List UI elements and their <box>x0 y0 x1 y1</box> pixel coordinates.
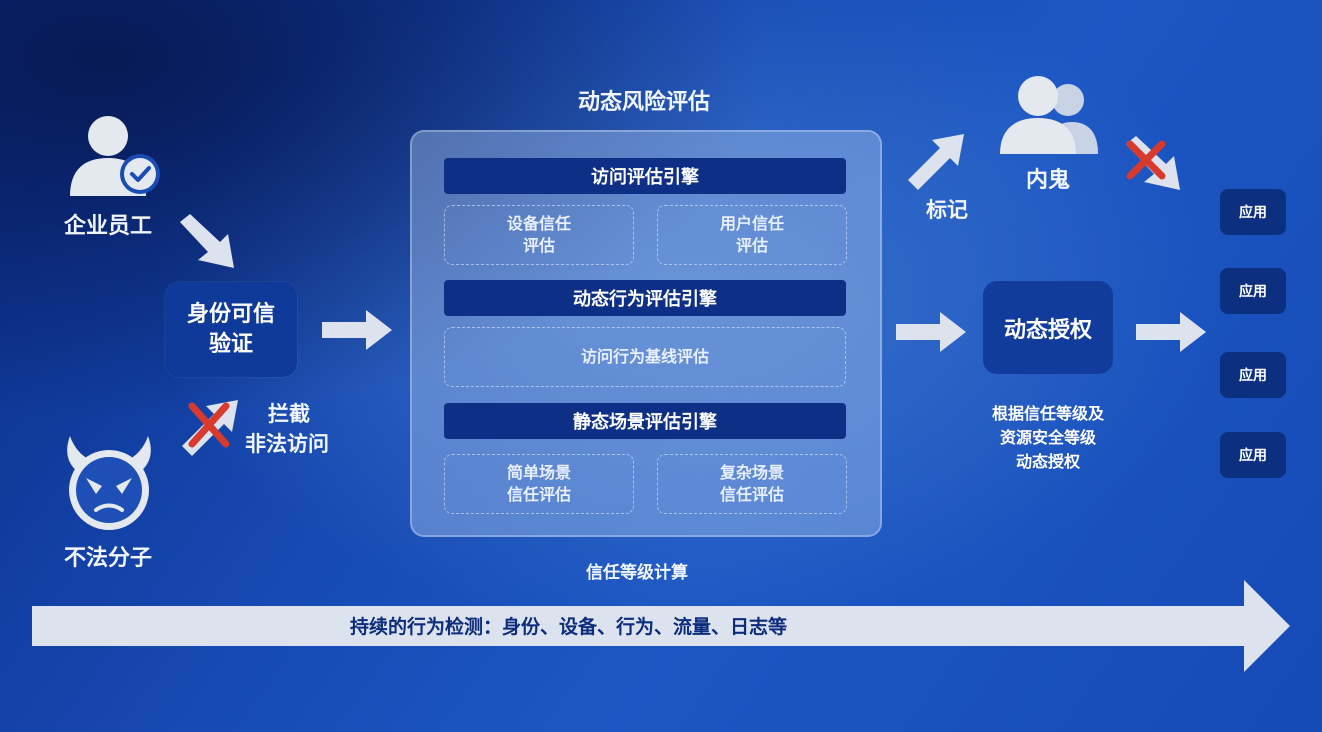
block-line-1: 拦截 <box>268 402 310 426</box>
employee-verified-icon <box>64 112 164 198</box>
arrow-right-icon <box>1136 310 1208 354</box>
complex-scene-box: 复杂场景 信任评估 <box>657 454 847 514</box>
app-box: 应用 <box>1220 432 1286 478</box>
app-box: 应用 <box>1220 189 1286 235</box>
user-trust-box: 用户信任 评估 <box>657 205 847 265</box>
device-trust-line-2: 评估 <box>522 236 555 255</box>
behavior-baseline-box: 访问行为基线评估 <box>444 327 846 387</box>
arrow-right-icon <box>896 310 968 354</box>
user-trust-line-2: 评估 <box>735 236 768 255</box>
simple-scene-box: 简单场景 信任评估 <box>444 454 634 514</box>
continuous-detection-label: 持续的行为检测：身份、设备、行为、流量、日志等 <box>350 616 788 638</box>
app-box: 应用 <box>1220 352 1286 398</box>
device-trust-line-1: 设备信任 <box>506 214 571 233</box>
identity-line-1: 身份可信 <box>186 301 275 327</box>
dynamic-authorization-box: 动态授权 <box>983 281 1113 374</box>
arrow-up-right-icon <box>906 130 968 192</box>
arrow-down-right-icon <box>176 212 238 270</box>
simple-scene-line-1: 简单场景 <box>506 463 571 482</box>
identity-line-2: 验证 <box>208 331 253 357</box>
blocked-arrow-icon <box>180 396 242 458</box>
identity-verification-box: 身份可信 验证 <box>165 282 297 377</box>
device-trust-box: 设备信任 评估 <box>444 205 634 265</box>
continuous-detection-arrow <box>32 580 1292 672</box>
simple-scene-line-2: 信任评估 <box>506 485 571 504</box>
risk-assessment-panel: 访问评估引擎 设备信任 评估 用户信任 评估 动态行为评估引擎 访问行为基线评估… <box>410 130 882 537</box>
employee-label: 企业员工 <box>64 214 153 239</box>
block-line-2: 非法访问 <box>245 432 329 456</box>
behavior-engine-header: 动态行为评估引擎 <box>444 280 846 316</box>
arrow-right-icon <box>322 308 394 352</box>
devil-face-icon <box>56 432 162 536</box>
auth-note-line-2: 资源安全等级 <box>999 428 1096 447</box>
trust-level-calc-label: 信任等级计算 <box>586 563 688 583</box>
static-engine-header: 静态场景评估引擎 <box>444 403 846 439</box>
diagram-title: 动态风险评估 <box>578 90 711 115</box>
blocked-arrow-down-right-icon <box>1122 134 1184 194</box>
mark-label: 标记 <box>926 198 968 222</box>
user-trust-line-1: 用户信任 <box>719 214 784 233</box>
authorization-note: 根据信任等级及 资源安全等级 动态授权 <box>968 402 1128 474</box>
access-engine-header: 访问评估引擎 <box>444 158 846 194</box>
app-box: 应用 <box>1220 268 1286 314</box>
attacker-label: 不法分子 <box>64 546 153 571</box>
auth-note-line-1: 根据信任等级及 <box>991 404 1104 423</box>
complex-scene-line-1: 复杂场景 <box>719 463 784 482</box>
auth-note-line-3: 动态授权 <box>1015 452 1080 471</box>
insider-group-icon <box>998 74 1102 156</box>
insider-label: 内鬼 <box>1026 168 1071 193</box>
behavior-baseline-text: 访问行为基线评估 <box>580 347 709 366</box>
complex-scene-line-2: 信任评估 <box>719 485 784 504</box>
